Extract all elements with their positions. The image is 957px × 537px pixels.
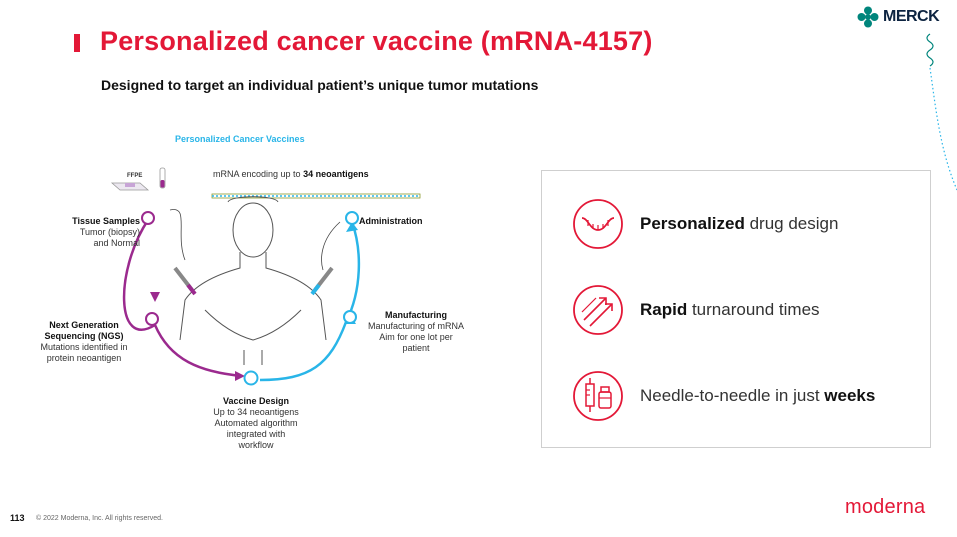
node-tissue <box>141 211 155 225</box>
feature-rapid-text: Rapid turnaround times <box>640 300 820 319</box>
mrna-wave-icon <box>573 199 623 249</box>
mrna-label: mRNA encoding up to 34 neoantigens <box>213 169 369 179</box>
test-tube-icon <box>159 167 166 189</box>
merck-logo-text: MERCK <box>883 8 940 25</box>
feature-personalized: Personalized drug design <box>572 198 838 250</box>
rapid-arrows-icon <box>573 285 623 335</box>
syringe-left-icon <box>173 266 197 296</box>
step-vaccine-design: Vaccine Design Up to 34 neoantigens Auto… <box>213 396 299 450</box>
cyan-arc-2 <box>344 221 361 323</box>
page-title: Personalized cancer vaccine (mRNA-4157) <box>100 26 653 56</box>
moderna-logo: moderna <box>845 496 926 518</box>
vaccine-cycle-diagram <box>110 167 421 386</box>
feature-weeks-text: Needle-to-needle in just weeks <box>640 386 876 405</box>
feature-rapid: Rapid turnaround times <box>572 284 820 336</box>
page-subtitle: Designed to target an individual patient… <box>101 77 539 93</box>
step-tissue: Tissue Samples Tumor (biopsy) and Normal <box>72 216 140 248</box>
node-administration <box>345 211 359 225</box>
ffpe-label: FFPE <box>127 173 143 179</box>
feature-weeks: Needle-to-needle in just weeks <box>572 370 875 422</box>
diagram-title: Personalized Cancer Vaccines <box>175 134 305 144</box>
patient-figure <box>179 196 327 365</box>
mrna-strand-icon <box>211 193 421 199</box>
node-vaccine <box>243 370 259 386</box>
page-number: 113 <box>10 513 25 523</box>
title-accent-bar <box>74 34 80 52</box>
node-manufacturing <box>343 310 357 324</box>
merck-logo: MERCK <box>857 6 940 28</box>
vial-syringe-icon <box>573 371 623 421</box>
cyan-arc-1 <box>259 321 348 382</box>
purple-arc-2 <box>153 324 243 378</box>
step-ngs: Next Generation Sequencing (NGS) Mutatio… <box>40 320 128 363</box>
node-ngs <box>145 312 159 326</box>
merck-logo-icon <box>857 6 879 28</box>
step-administration: Administration <box>359 216 423 226</box>
purple-arc-1 <box>122 219 156 331</box>
syringe-right-icon <box>310 266 334 296</box>
feature-personalized-text: Personalized drug design <box>640 214 839 233</box>
features-card: Personalized drug design Rapid turnaroun… <box>541 170 931 448</box>
decorative-wave-line <box>926 33 957 191</box>
copyright-text: © 2022 Moderna, Inc. All rights reserved… <box>36 515 163 522</box>
ffpe-slide-icon <box>110 182 150 191</box>
step-manufacturing: Manufacturing Manufacturing of mRNA Aim … <box>367 310 465 353</box>
